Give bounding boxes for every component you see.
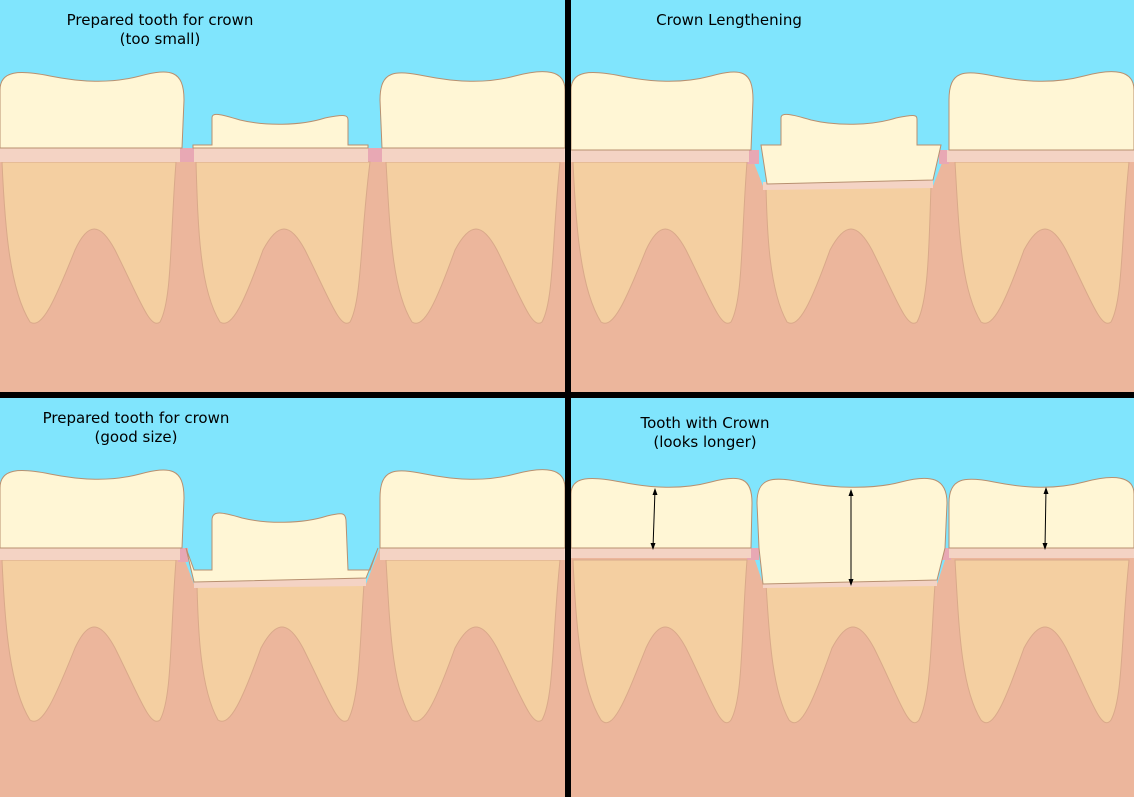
gum-band [0,148,180,162]
right-tooth-crown [379,71,565,149]
center-tooth-root [195,161,371,324]
caption-line-1: Prepared tooth for crown [42,409,230,427]
gum-papilla [941,548,951,560]
panel-good-size: Prepared tooth for crown (good size) [0,398,565,797]
panel-crown-lengthening: Crown Lengthening [571,0,1134,392]
diagram-with-crown [571,398,1134,797]
left-tooth-crown [571,71,754,151]
gum-band [382,148,565,162]
gum-band [380,548,565,560]
right-tooth-crown [379,469,565,549]
center-tooth-root [196,583,365,722]
caption-with-crown: Tooth with Crown (looks longer) [605,414,805,452]
caption-line-1: Crown Lengthening [656,11,802,29]
diagram-crown-lengthening [571,0,1134,392]
panel-with-crown: Tooth with Crown (looks longer) [571,398,1134,797]
diagram-good-size [0,398,565,797]
right-tooth-crown [948,71,1134,151]
center-tooth-root [765,583,936,724]
prepared-tooth-good-size [185,512,379,583]
gum-band [949,548,1134,558]
gum-papilla [366,148,382,162]
caption-line-1: Tooth with Crown [640,414,770,432]
caption-good-size: Prepared tooth for crown (good size) [36,409,236,447]
gum-papilla [178,548,188,562]
prepared-tooth-stump [192,113,369,149]
left-height-arrow [650,488,658,550]
center-height-arrow [848,489,854,586]
left-tooth-root [572,559,748,724]
gum-band [571,548,751,558]
caption-line-2: (good size) [94,428,178,446]
right-tooth-crown [948,477,1134,549]
gum-papilla [939,150,949,164]
left-tooth-root [1,559,177,722]
caption-line-2: (too small) [119,30,201,48]
caption-line-2: (looks longer) [653,433,757,451]
panel-too-small: Prepared tooth for crown (too small) [0,0,565,392]
caption-too-small: Prepared tooth for crown (too small) [60,11,260,49]
gum-band [194,148,368,162]
gum-papilla [747,150,759,164]
right-tooth-root [385,559,561,722]
caption-line-1: Prepared tooth for crown [66,11,254,29]
gum-band [571,150,749,162]
right-tooth-root [954,559,1130,724]
right-tooth-root [385,161,561,324]
gum-band [947,150,1134,162]
diagram-too-small [0,0,565,392]
left-tooth-crown [571,477,753,549]
caption-crown-lengthening: Crown Lengthening [629,11,829,30]
gum-band [0,548,180,560]
left-tooth-crown [0,469,185,549]
center-tooth-root [765,185,932,324]
prepared-tooth-exposed [760,113,942,185]
left-tooth-root [1,161,177,324]
gum-papilla [178,148,196,162]
right-height-arrow [1042,487,1049,550]
left-tooth-crown [0,71,185,149]
left-tooth-root [572,161,748,324]
right-tooth-root [954,161,1130,324]
new-crown [756,477,948,585]
